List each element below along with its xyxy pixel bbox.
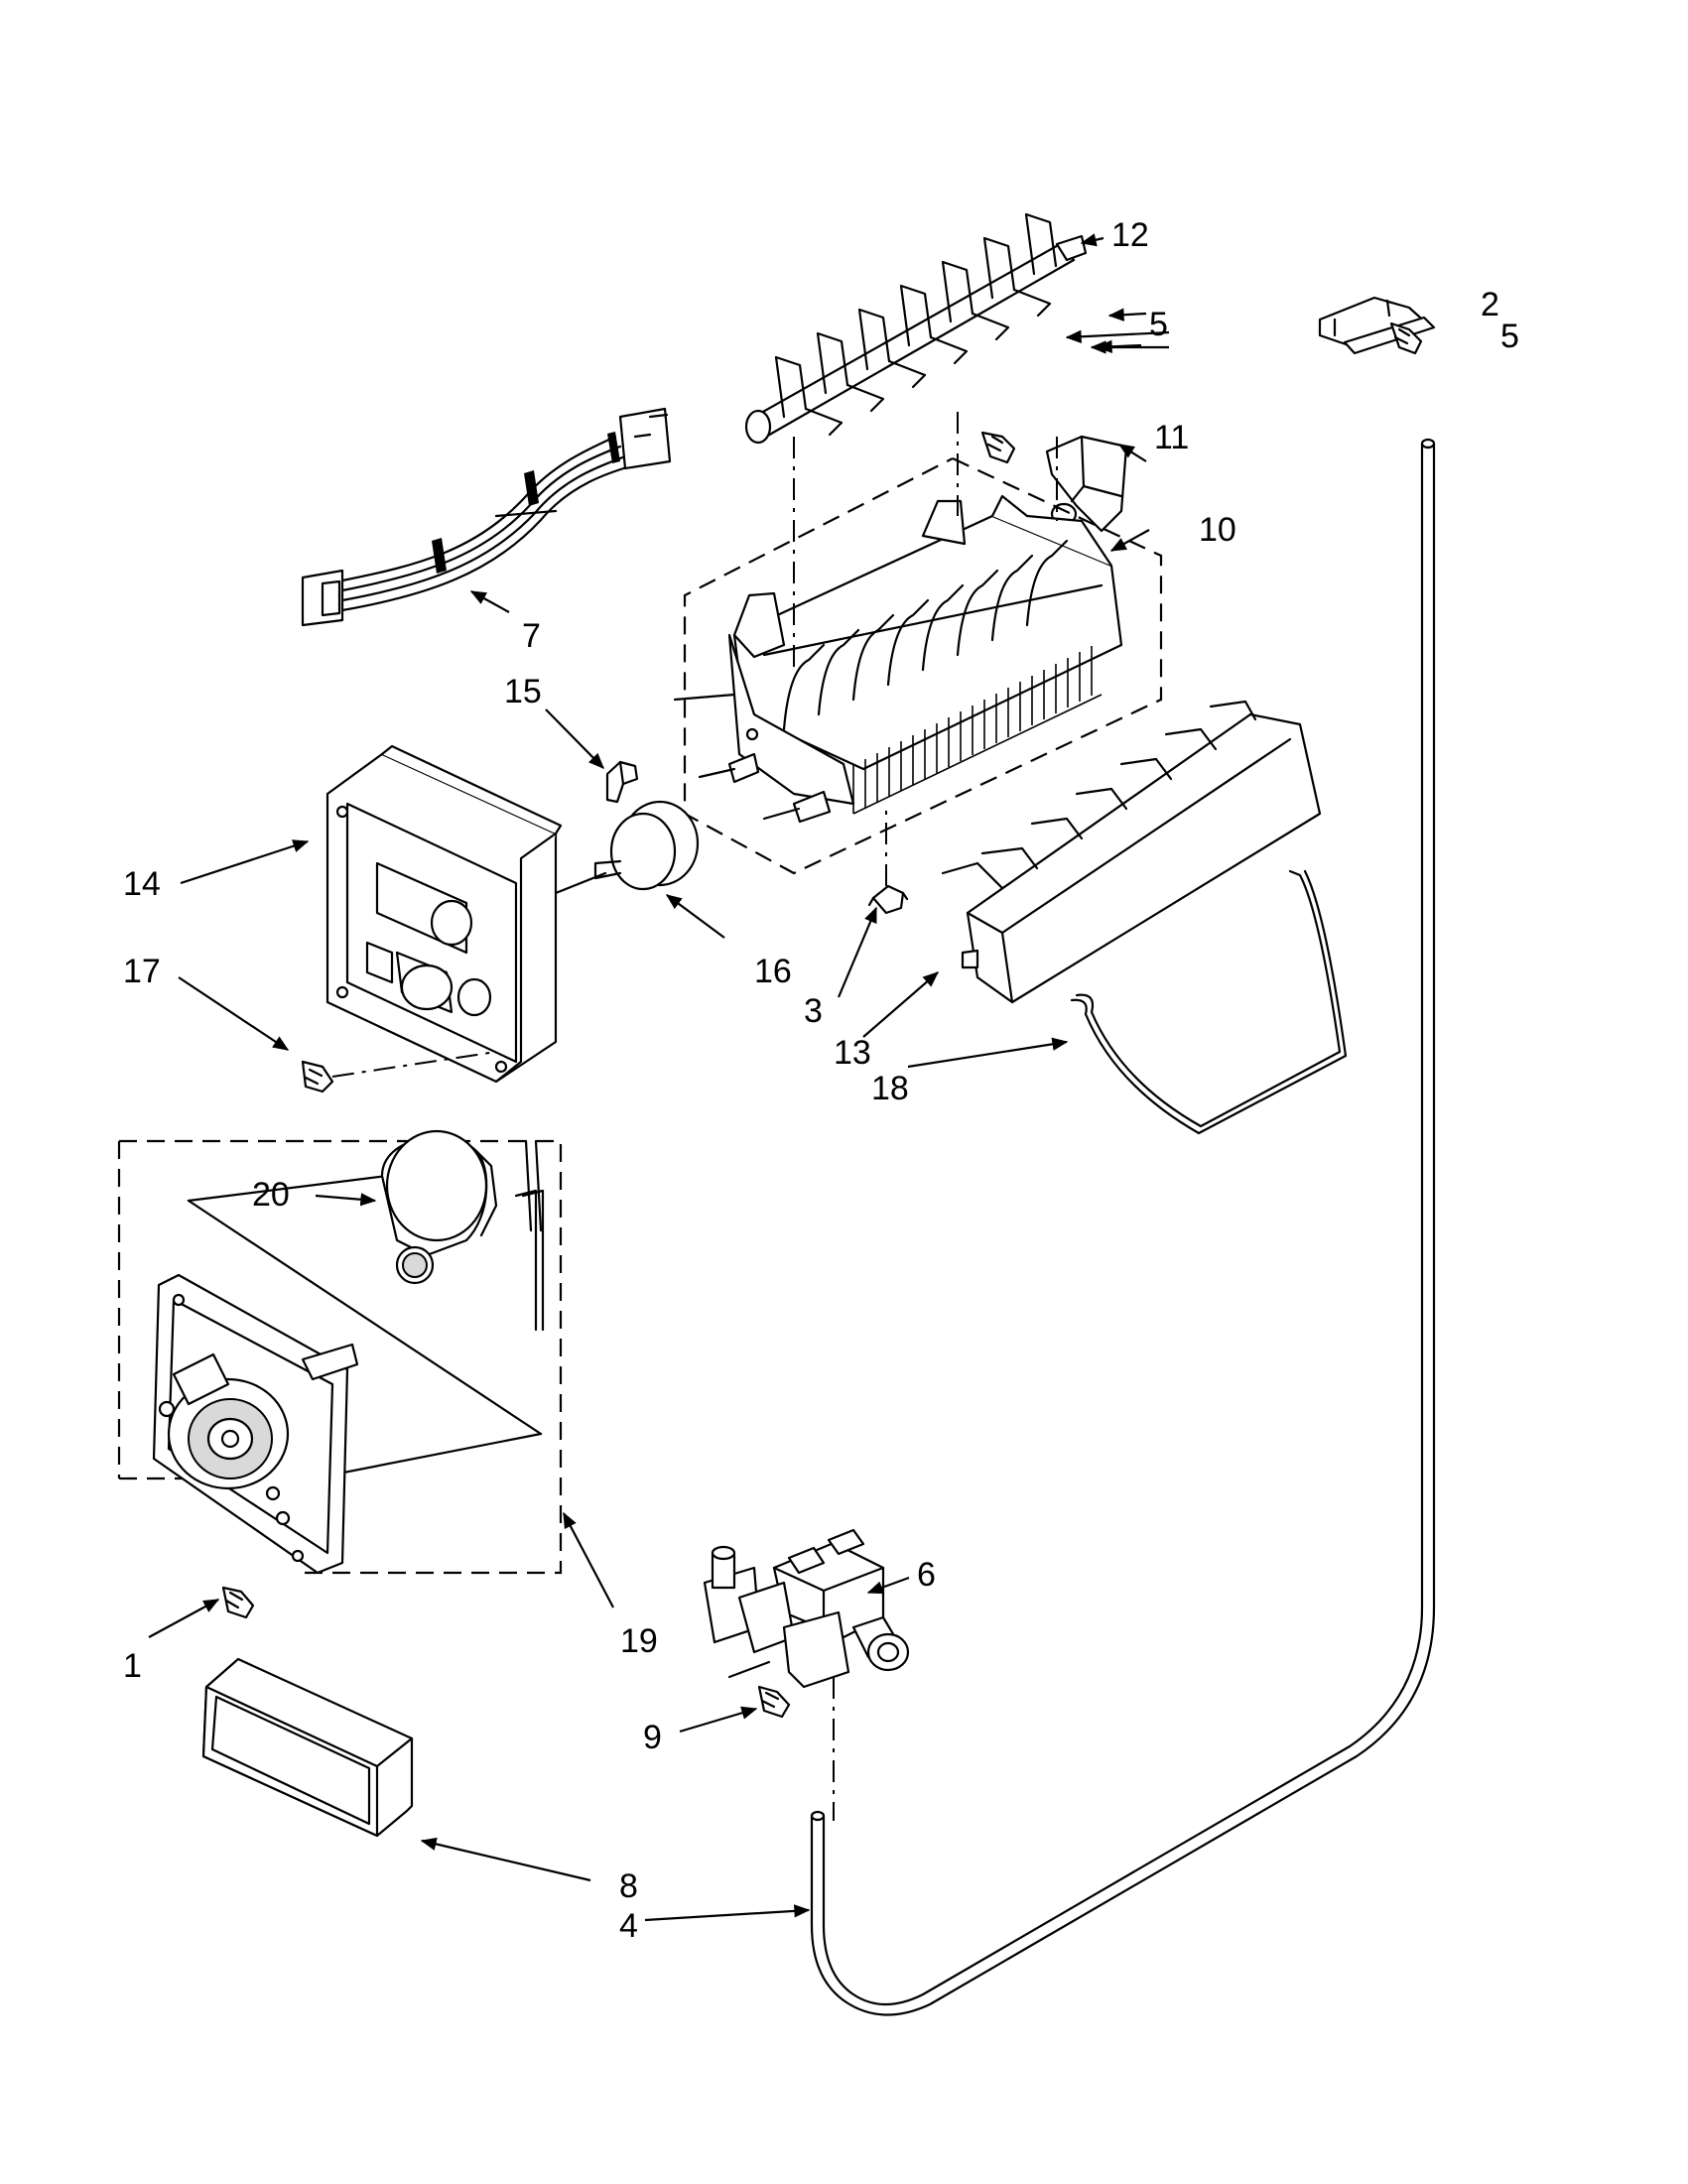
module-housing-part — [325, 744, 563, 1084]
screw-part — [1389, 321, 1423, 355]
callout-12: 12 — [1111, 216, 1149, 254]
callout-11: 11 — [1154, 419, 1189, 456]
callout-3: 3 — [804, 992, 823, 1030]
screw-part — [757, 1685, 791, 1719]
screw-part — [980, 431, 1016, 464]
callout-10: 10 — [1199, 511, 1236, 549]
wiring-harness-part — [301, 407, 672, 627]
clip-part — [867, 804, 909, 915]
callout-5: 5 — [1149, 306, 1168, 343]
water-valve-part — [703, 1528, 910, 1689]
callout-8: 8 — [619, 1867, 638, 1905]
callout-4: 4 — [619, 1907, 638, 1945]
callout-19: 19 — [620, 1622, 658, 1660]
screw-part — [221, 1586, 255, 1619]
callout-5: 5 — [1500, 318, 1519, 355]
callout-17: 17 — [123, 953, 161, 990]
cover-part — [201, 1657, 414, 1838]
callout-15: 15 — [504, 673, 542, 710]
mounting-bracket-part — [1045, 435, 1128, 533]
callout-13: 13 — [834, 1034, 871, 1072]
ice-mold-part — [673, 457, 1163, 875]
callout-16: 16 — [754, 953, 792, 990]
callout-2: 2 — [1481, 286, 1499, 323]
thermostat-part — [514, 800, 700, 915]
callout-labels: 12 2 5 5 11 10 7 15 14 16 17 3 13 18 20 … — [123, 216, 1519, 1945]
screw-part — [301, 1051, 497, 1093]
motor-part — [380, 1129, 545, 1332]
callout-1: 1 — [123, 1647, 142, 1685]
callout-9: 9 — [643, 1719, 662, 1756]
callout-7: 7 — [522, 617, 541, 655]
bracket-part — [1318, 296, 1436, 355]
callout-leaders — [148, 233, 1170, 1922]
callout-6: 6 — [917, 1556, 936, 1594]
callout-18: 18 — [871, 1070, 909, 1107]
mounting-plate-part — [152, 1273, 359, 1575]
ice-stripper-part — [941, 700, 1322, 1004]
callout-14: 14 — [123, 865, 161, 903]
fill-tube-part — [810, 438, 1436, 2016]
clip-part — [605, 760, 639, 804]
feeler-arm-part — [1070, 869, 1348, 1135]
callout-20: 20 — [252, 1176, 290, 1214]
ejector-shaft-part — [744, 212, 1088, 445]
